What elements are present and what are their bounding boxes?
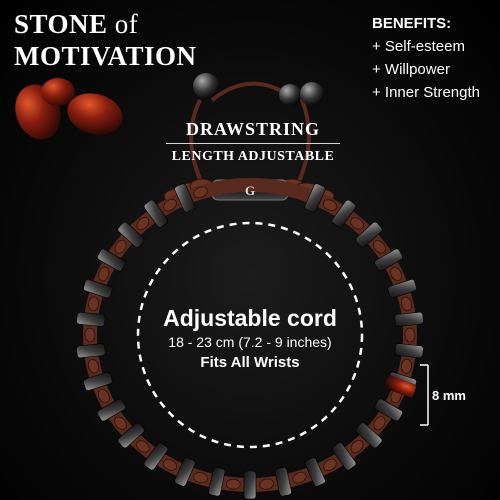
cord-knot bbox=[88, 296, 99, 312]
cord-knot bbox=[114, 239, 127, 254]
hematite-bead bbox=[394, 343, 424, 359]
cord-knot bbox=[401, 358, 412, 374]
benefit-item-self-esteem: + Self-esteem bbox=[372, 38, 465, 55]
hematite-bead bbox=[143, 442, 169, 471]
cord-knot bbox=[322, 199, 338, 211]
title-stone: STONE bbox=[14, 9, 108, 39]
wrist-dashed-circle bbox=[136, 221, 364, 449]
end-bead-right-2 bbox=[300, 82, 324, 106]
hematite-bead bbox=[331, 199, 357, 228]
hematite-bead bbox=[374, 248, 403, 272]
hematite-bead bbox=[83, 371, 113, 391]
bead-size-bracket bbox=[420, 364, 429, 426]
cord-knot bbox=[162, 459, 178, 471]
drawstring-label: DRAWSTRING bbox=[185, 119, 321, 139]
cord-knot bbox=[193, 472, 208, 484]
fits-all-wrists-label: Fits All Wrists bbox=[200, 354, 300, 371]
cord-knot bbox=[114, 416, 127, 430]
hematite-bead bbox=[374, 398, 403, 422]
hematite-bead bbox=[274, 467, 292, 497]
cord-knot bbox=[163, 198, 177, 212]
hematite-bead bbox=[304, 457, 326, 487]
tiger-eye-bead bbox=[384, 375, 416, 398]
cord-knot bbox=[97, 389, 110, 403]
drawstring-caption: DRAWSTRING LENGTH ADJUSTABLE bbox=[162, 118, 344, 166]
hematite-bead bbox=[174, 183, 196, 213]
hematite-bead bbox=[243, 470, 257, 500]
cord-knot bbox=[323, 458, 337, 472]
cord-knot bbox=[136, 440, 150, 453]
title-motivation: MOTIVATION bbox=[14, 41, 197, 71]
hematite-bead bbox=[355, 221, 383, 248]
hematite-bead bbox=[76, 311, 106, 327]
benefits-heading: BENEFITS: bbox=[372, 15, 452, 32]
cord-knot bbox=[390, 267, 403, 281]
cord-knot bbox=[225, 478, 241, 490]
end-bead-right-1 bbox=[279, 84, 301, 106]
product-title: STONE of MOTIVATION bbox=[14, 8, 197, 72]
cord-knot bbox=[404, 327, 416, 343]
cord-knot bbox=[350, 217, 364, 230]
cord-knot bbox=[350, 439, 364, 454]
hematite-bead bbox=[387, 279, 417, 299]
cord-knot bbox=[373, 416, 386, 431]
title-of: of bbox=[107, 9, 139, 39]
length-adjustable-label: LENGTH ADJUSTABLE bbox=[171, 149, 335, 164]
cord-knot bbox=[84, 327, 96, 343]
hematite-bead bbox=[97, 248, 126, 272]
hematite-bead bbox=[117, 422, 145, 449]
hematite-bead bbox=[97, 398, 126, 422]
hematite-bead bbox=[76, 343, 106, 359]
bead-size-label: 8 mm bbox=[432, 388, 466, 403]
cord-knot bbox=[373, 240, 386, 254]
hematite-bead bbox=[208, 467, 226, 497]
cord-knot bbox=[259, 478, 275, 490]
cord-info: Adjustable cord 18 - 23 cm (7.2 - 9 inch… bbox=[150, 304, 350, 374]
tiger-eye-stones bbox=[15, 78, 123, 140]
cord-knot bbox=[87, 358, 100, 374]
hematite-bead bbox=[394, 311, 424, 327]
cord-knot bbox=[400, 296, 413, 312]
hematite-bead bbox=[117, 221, 145, 248]
hematite-bead bbox=[83, 279, 113, 299]
cord-knot bbox=[193, 186, 208, 199]
hematite-bead bbox=[331, 442, 357, 471]
hematite-bead bbox=[355, 422, 383, 449]
hematite-bead bbox=[143, 199, 169, 228]
hematite-bead bbox=[304, 183, 326, 213]
hematite-bead bbox=[174, 457, 196, 487]
benefit-item-willpower: + Willpower bbox=[372, 61, 450, 78]
cord-size-label: 18 - 23 cm (7.2 - 9 inches) bbox=[168, 334, 332, 350]
drawstring-divider bbox=[166, 143, 340, 144]
cord-knot bbox=[292, 471, 307, 484]
benefit-item-inner-strength: + Inner Strength bbox=[372, 84, 480, 101]
benefits-list: BENEFITS: + Self-esteem + Willpower + In… bbox=[372, 12, 480, 104]
end-bead-left bbox=[193, 73, 219, 99]
cord-knot bbox=[136, 216, 150, 231]
cord-knot bbox=[98, 266, 110, 282]
bracelet-ring bbox=[76, 178, 424, 500]
adjustable-cord-label: Adjustable cord bbox=[163, 305, 337, 331]
